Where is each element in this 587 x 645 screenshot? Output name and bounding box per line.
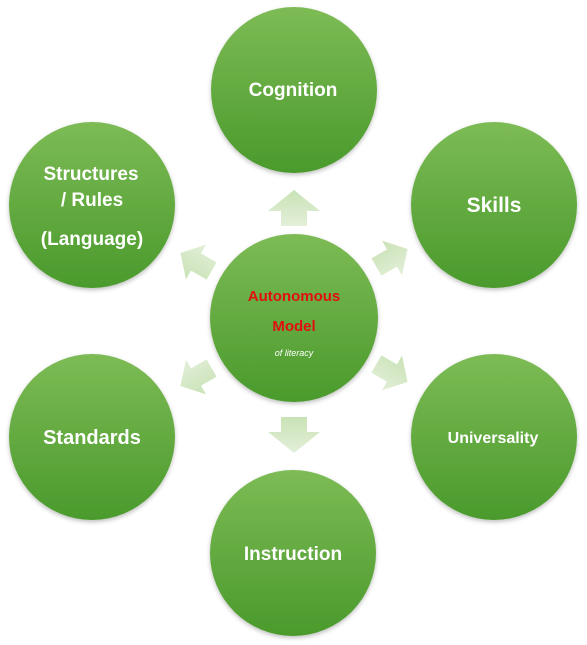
node-skills: Skills bbox=[411, 122, 577, 288]
node-instruction: Instruction bbox=[210, 470, 376, 636]
node-cognition: Cognition bbox=[211, 7, 377, 173]
node-structures-label-line1: Structures bbox=[43, 164, 138, 185]
node-universality-label: Universality bbox=[448, 430, 539, 447]
center-subtitle: of literacy bbox=[275, 348, 314, 358]
center-title-line2: Model bbox=[272, 318, 315, 335]
arrow-to-instruction bbox=[268, 417, 320, 453]
node-structures-label-line3: (Language) bbox=[41, 229, 143, 250]
node-skills-label: Skills bbox=[467, 194, 522, 217]
node-standards-label: Standards bbox=[43, 427, 141, 449]
arrow-to-cognition bbox=[268, 190, 320, 226]
node-cognition-label: Cognition bbox=[249, 80, 338, 101]
node-universality: Universality bbox=[411, 354, 577, 520]
arrow-to-standards bbox=[180, 359, 217, 395]
center-node: Autonomous Model of literacy bbox=[210, 234, 378, 402]
node-structures-label-line2: / Rules bbox=[61, 190, 123, 211]
arrow-to-structures bbox=[180, 244, 217, 280]
node-instruction-label: Instruction bbox=[244, 544, 342, 565]
node-structures: Structures / Rules (Language) bbox=[9, 122, 175, 288]
node-standards: Standards bbox=[9, 354, 175, 520]
center-title-line1: Autonomous bbox=[248, 288, 340, 305]
arrow-to-universality bbox=[371, 355, 408, 391]
connector-arrows bbox=[180, 190, 408, 453]
arrow-to-skills bbox=[371, 240, 408, 276]
